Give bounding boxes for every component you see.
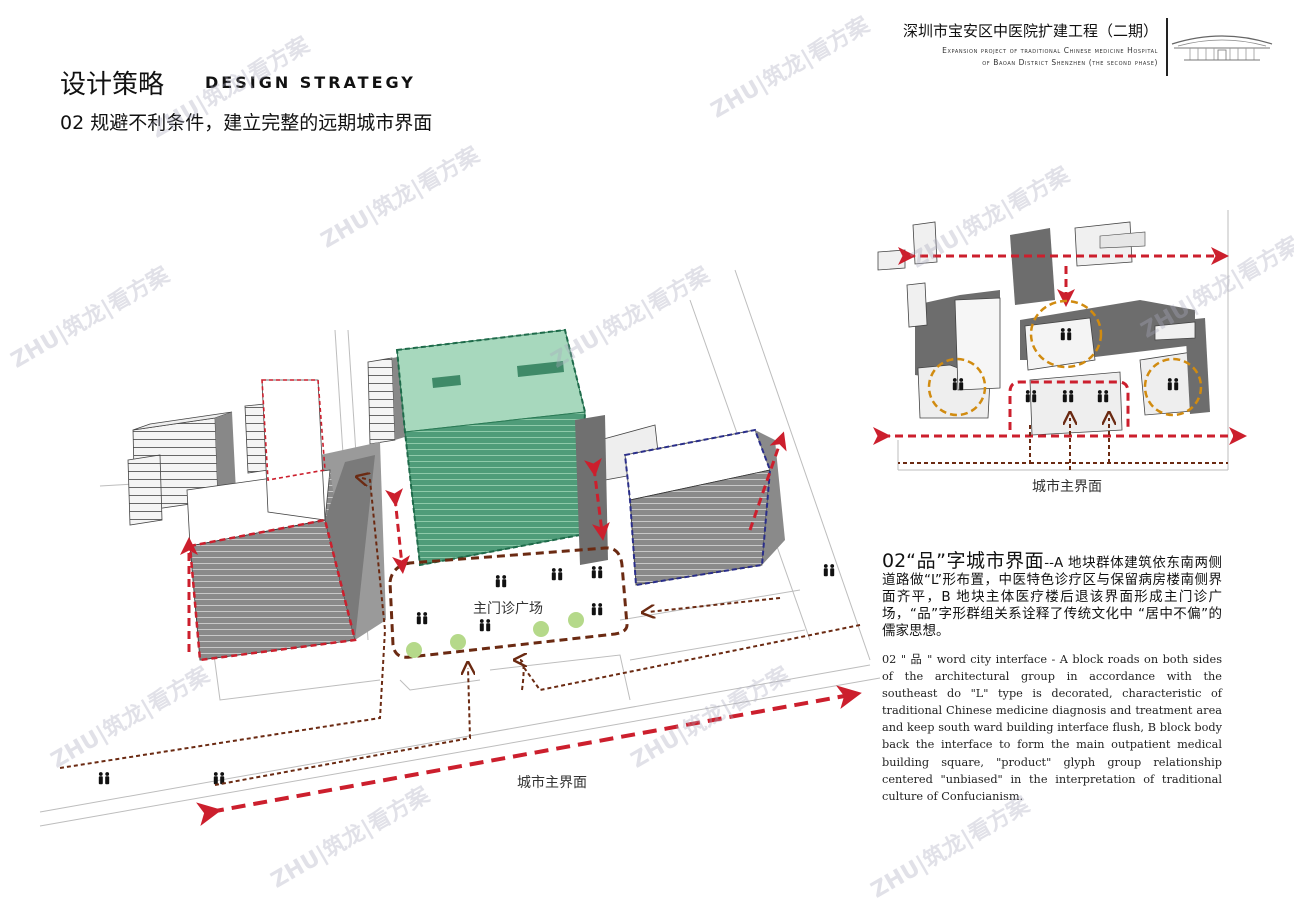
- main-plaza: [388, 546, 629, 659]
- page-title-en: DESIGN STRATEGY: [205, 73, 416, 92]
- plaza-label: 主门诊广场: [473, 601, 543, 617]
- tree-icon: [406, 642, 422, 658]
- inset-city-interface-label: 城市主界面: [1032, 479, 1102, 495]
- tree-icon: [568, 612, 584, 628]
- page-subtitle: 02 规避不利条件，建立完整的远期城市界面: [60, 112, 433, 134]
- inset-site-diagram: [873, 210, 1247, 471]
- hospital-logo-icon: [1171, 35, 1273, 61]
- green-tower: [395, 328, 587, 567]
- tree-icon: [450, 634, 466, 650]
- tree-icon: [533, 621, 549, 637]
- header-divider: [1166, 18, 1168, 76]
- city-interface-label: 城市主界面: [517, 775, 587, 791]
- description-en: 02 " 品 " word city interface - A block r…: [882, 653, 1222, 803]
- description-heading: 02“品”字城市界面: [882, 550, 1045, 572]
- project-name-cn: 深圳市宝安区中医院扩建工程（二期）: [902, 22, 1158, 40]
- right-block-building: [575, 415, 785, 587]
- description-body-cn: --A 地块群体建筑依东南两侧道路做“L”形布置，中医特色诊疗区与保留病房楼南侧…: [882, 555, 1222, 639]
- red-flow-arrows: [196, 685, 862, 826]
- description-cn: 02“品”字城市界面--A 地块群体建筑依东南两侧道路做“L”形布置，中医特色诊…: [882, 550, 1222, 640]
- brown-path-arrows: [59, 478, 861, 786]
- left-block-building: [186, 379, 386, 662]
- project-name-en-line1: Expansion project of traditional Chinese…: [942, 46, 1158, 55]
- left-background-buildings: [127, 356, 408, 526]
- page-title: 设计策略: [60, 70, 165, 100]
- project-name-en-line2: of Baoan District Shenzhen (the second p…: [982, 58, 1158, 67]
